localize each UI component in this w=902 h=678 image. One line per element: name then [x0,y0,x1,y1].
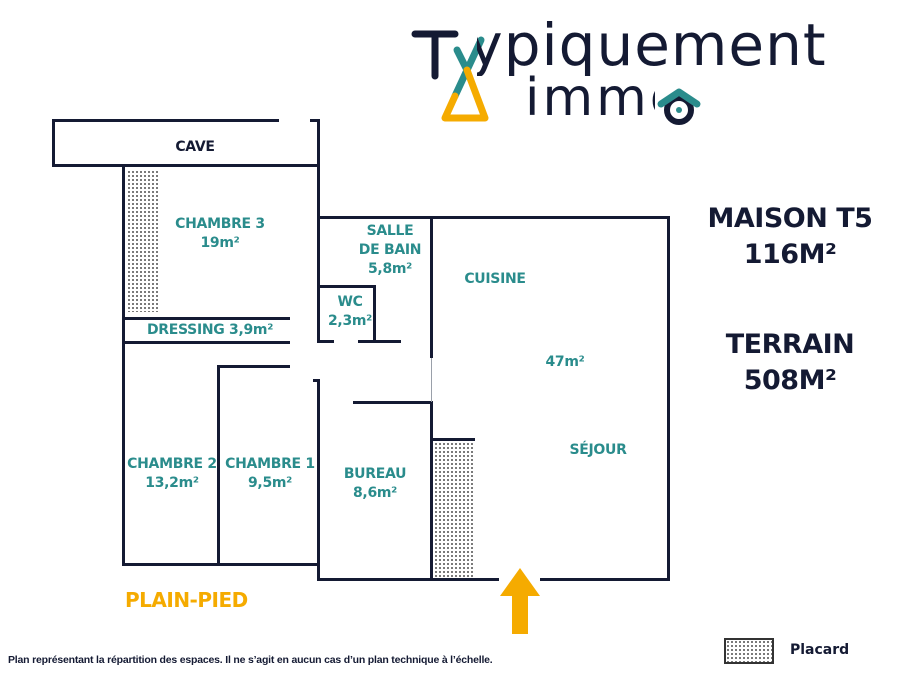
wall [122,341,290,344]
wall [430,401,433,581]
logo: Typiquement immo [405,14,895,126]
room-label-sejour: SÉJOUR [555,441,641,460]
wall [317,119,320,341]
legend-placard-label: Placard [790,642,850,658]
wall [373,285,376,342]
room-label-chambre2: CHAMBRE 2 13,2m² [124,455,220,493]
room-label-wc: WC 2,3m² [322,293,378,331]
room-label-salle-de-bain: SALLE DE BAIN 5,8m² [355,222,425,279]
wall [217,365,220,566]
room-area: 13,2m² [145,475,199,491]
placard [127,170,159,312]
wall [540,578,670,581]
wall [122,563,320,566]
terrain-area: 508M² [743,365,837,396]
room-name: CAVE [175,139,215,155]
room-name: CHAMBRE 3 [175,216,265,232]
wall [122,317,290,320]
wall [317,340,334,343]
room-name: CUISINE [464,271,526,287]
room-area: 47m² [545,354,585,370]
room-area: 9,5m² [247,475,293,491]
room-area: 2,3m² [327,313,373,329]
wall [430,438,475,441]
room-label-dressing: DRESSING 3,9m² [140,321,280,340]
logo-line2: immo [525,70,655,137]
room-name: CHAMBRE 1 [225,456,315,472]
wall [313,379,320,382]
logo-line1: Typiquement [477,14,827,76]
room-area: 19m² [200,235,240,251]
legend-placard-swatch [724,638,774,664]
wall [52,119,55,167]
room-label-chambre3: CHAMBRE 3 19m² [160,215,280,253]
wall [122,164,125,566]
room-area: 5,8m² [367,261,413,277]
room-name: SÉJOUR [569,442,627,458]
room-label-cuisine: CUISINE [455,270,535,289]
terrain-summary: TERRAIN 508M² [690,327,890,399]
room-label-cave: CAVE [135,138,255,157]
wall [317,216,670,219]
property-type: MAISON T5 [707,203,873,234]
wall [52,119,279,122]
room-area: 8,6m² [352,485,398,501]
wall [667,216,670,581]
logo-mark-icon [411,30,701,125]
wall [319,285,376,288]
room-name: DRESSING 3,9m² [146,322,274,338]
thin-wall [431,358,432,402]
legend: Placard [724,638,894,668]
room-name: CHAMBRE 2 [127,456,217,472]
wall [217,365,290,368]
wall [310,119,320,122]
placard [434,442,474,577]
room-label-bureau: BUREAU 8,6m² [320,465,430,503]
room-label-chambre1: CHAMBRE 1 9,5m² [221,455,319,493]
wall [317,379,320,581]
room-label-sejour-area: 47m² [535,353,595,372]
wall [317,578,499,581]
property-summary: MAISON T5 116M² [690,201,890,273]
room-name: WC [337,294,363,310]
room-name: SALLE [366,223,414,239]
wall [52,164,320,167]
entrance-arrow-icon [500,568,540,634]
property-area: 116M² [743,239,837,270]
room-name: BUREAU [343,466,407,482]
logo-line2-text: immo [525,70,655,126]
wall [358,340,401,343]
wall [430,216,433,358]
level-label: PLAIN-PIED [125,588,248,612]
disclaimer: Plan représentant la répartition des esp… [8,654,493,666]
terrain-label: TERRAIN [725,329,855,360]
room-name: DE BAIN [358,242,422,258]
wall [353,401,433,404]
logo-line1-text: Typiquement [441,11,827,79]
